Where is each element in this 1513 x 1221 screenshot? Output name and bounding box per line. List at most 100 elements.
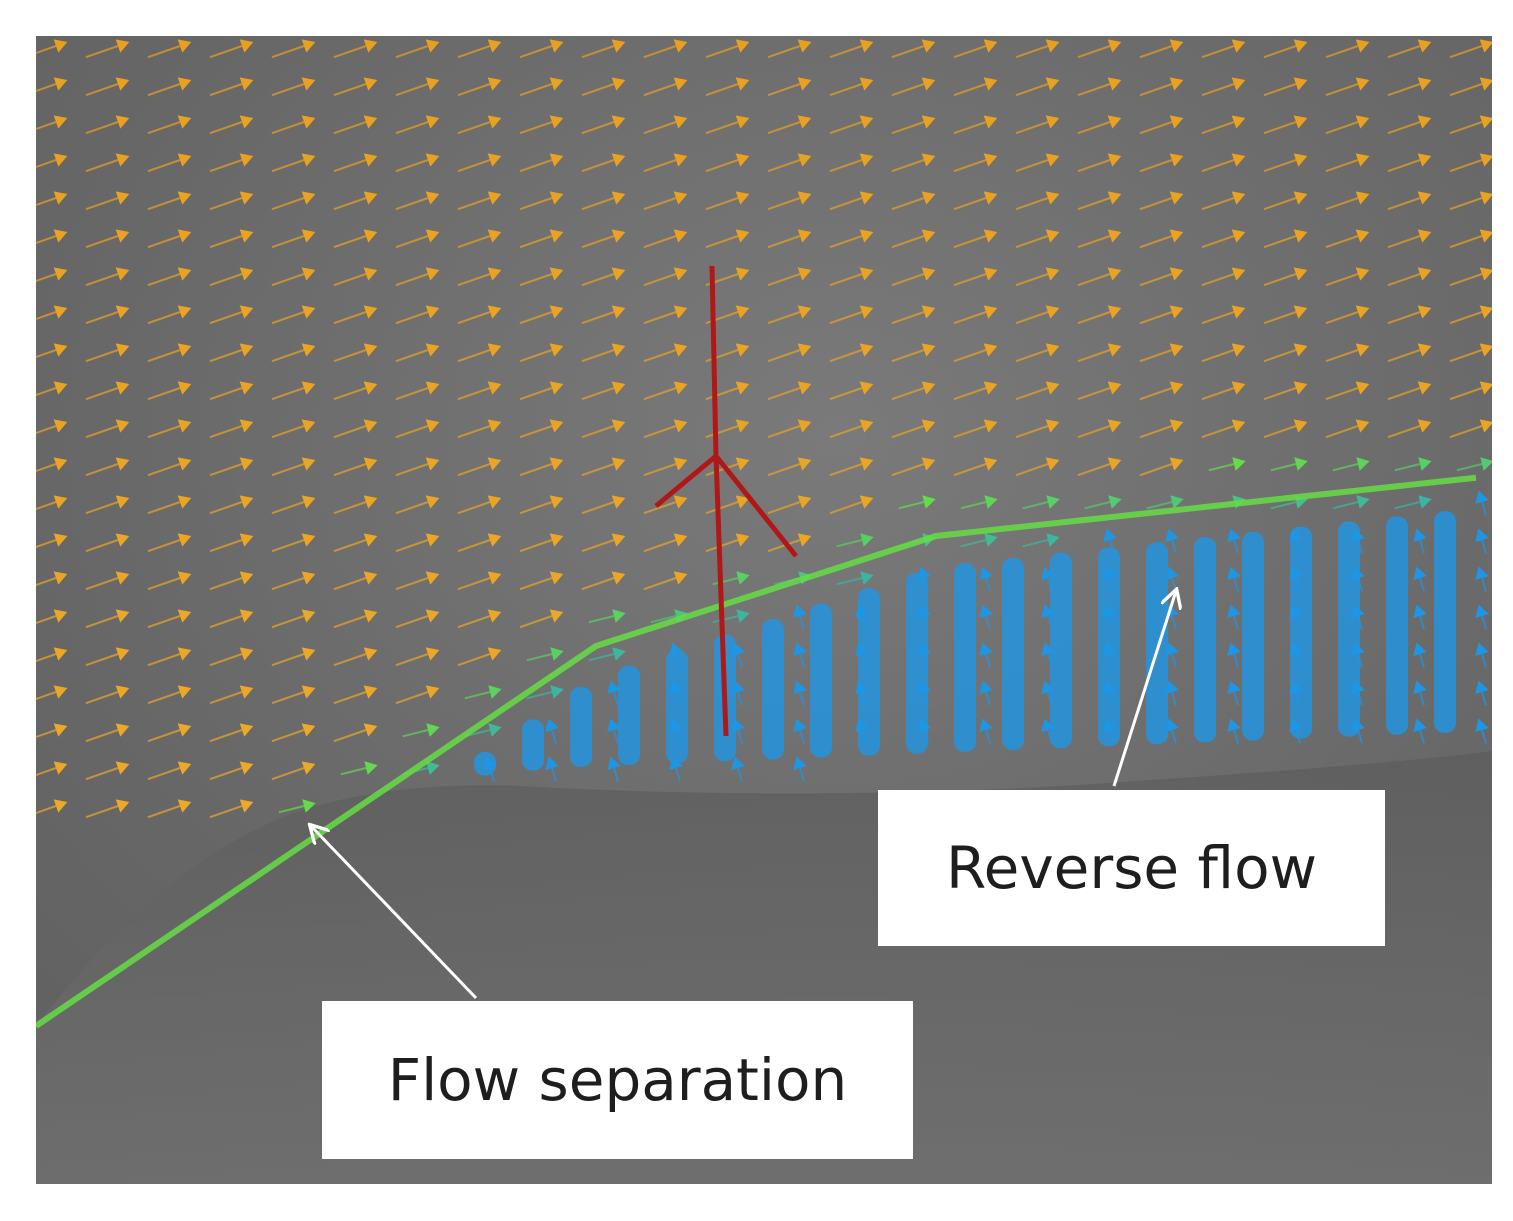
vector-tail bbox=[643, 235, 677, 249]
vector-tail bbox=[1325, 45, 1359, 59]
vector-tail bbox=[1263, 159, 1297, 173]
vector-arrowhead bbox=[549, 153, 564, 167]
vector-tail bbox=[551, 729, 557, 744]
vector-tail bbox=[209, 729, 243, 743]
vector-tail bbox=[712, 577, 739, 586]
vector-tail bbox=[1084, 501, 1111, 510]
vector-arrowhead bbox=[607, 718, 621, 733]
vector-arrowhead bbox=[425, 457, 440, 471]
vector-arrowhead bbox=[115, 495, 130, 509]
profile-line-path bbox=[654, 265, 798, 737]
vector-tail bbox=[147, 539, 181, 553]
vector-arrowhead bbox=[983, 305, 998, 319]
velocity-profile-line bbox=[654, 265, 798, 737]
vector-arrowhead bbox=[735, 267, 750, 281]
vector-arrowhead bbox=[177, 191, 192, 205]
vector-arrowhead bbox=[53, 153, 68, 167]
vector-tail bbox=[1419, 615, 1425, 630]
vector-tail bbox=[36, 235, 57, 245]
vector-tail bbox=[1263, 45, 1297, 59]
vector-tail bbox=[457, 83, 491, 97]
vector-tail bbox=[395, 501, 429, 515]
vector-arrowhead bbox=[921, 381, 936, 395]
vector-tail bbox=[340, 767, 367, 776]
vector-arrowhead bbox=[301, 457, 316, 471]
vector-arrowhead bbox=[115, 39, 130, 53]
vector-tail bbox=[1201, 425, 1235, 439]
vector-arrowhead bbox=[1045, 343, 1060, 357]
vector-tail bbox=[147, 425, 181, 439]
vector-arrowhead bbox=[1413, 642, 1427, 657]
vector-tail bbox=[209, 425, 243, 439]
vector-tail bbox=[891, 235, 925, 249]
vector-arrowhead bbox=[1480, 457, 1492, 471]
reverse-flow-vector-cluster bbox=[1338, 521, 1360, 737]
vector-tail bbox=[36, 805, 57, 815]
vector-arrowhead bbox=[673, 419, 688, 433]
vector-arrowhead bbox=[1107, 229, 1122, 243]
vector-arrowhead bbox=[115, 115, 130, 129]
vector-tail bbox=[1077, 197, 1111, 211]
vector-arrowhead bbox=[859, 305, 874, 319]
vector-arrowhead bbox=[797, 419, 812, 433]
vector-tail bbox=[705, 387, 739, 401]
vector-arrowhead bbox=[115, 533, 130, 547]
flow-separation-pointer-arrow bbox=[311, 826, 478, 1000]
vector-arrowhead bbox=[1165, 528, 1179, 543]
vector-tail bbox=[271, 311, 305, 325]
vector-tail bbox=[85, 577, 119, 591]
vector-tail bbox=[705, 45, 739, 59]
vector-arrowhead bbox=[1231, 343, 1246, 357]
vector-arrowhead bbox=[797, 381, 812, 395]
flow-separation-label-box: Flow separation bbox=[322, 1001, 913, 1159]
vector-tail bbox=[712, 615, 739, 624]
vector-arrowhead bbox=[53, 343, 68, 357]
flow-separation-label: Flow separation bbox=[387, 1046, 848, 1114]
vector-tail bbox=[1263, 349, 1297, 363]
vector-arrowhead bbox=[549, 609, 564, 623]
vector-arrowhead bbox=[426, 761, 440, 775]
vector-tail bbox=[1387, 425, 1421, 439]
vector-tail bbox=[1394, 501, 1421, 510]
vector-tail bbox=[767, 501, 801, 515]
vector-tail bbox=[209, 691, 243, 705]
vector-tail bbox=[891, 387, 925, 401]
vector-tail bbox=[457, 387, 491, 401]
vector-arrowhead bbox=[425, 419, 440, 433]
vector-arrowhead bbox=[115, 267, 130, 281]
vector-arrowhead bbox=[115, 609, 130, 623]
vector-tail bbox=[1481, 577, 1487, 592]
vector-arrowhead bbox=[363, 39, 378, 53]
vector-arrowhead bbox=[793, 718, 807, 733]
vector-arrowhead bbox=[549, 39, 564, 53]
vector-tail bbox=[767, 197, 801, 211]
vector-tail bbox=[1022, 501, 1049, 510]
vector-tail bbox=[457, 615, 491, 629]
vector-tail bbox=[85, 387, 119, 401]
vector-tail bbox=[333, 539, 367, 553]
vector-tail bbox=[1201, 159, 1235, 173]
vector-arrowhead bbox=[1165, 718, 1179, 733]
vector-arrowhead bbox=[239, 267, 254, 281]
vector-tail bbox=[1139, 349, 1173, 363]
reverse-flow-vector-cluster bbox=[1242, 531, 1264, 741]
vector-tail bbox=[1077, 311, 1111, 325]
vector-tail bbox=[519, 121, 553, 135]
vector-arrowhead bbox=[1227, 566, 1241, 581]
vector-tail bbox=[36, 45, 57, 55]
vector-tail bbox=[271, 425, 305, 439]
vector-arrowhead bbox=[860, 533, 874, 547]
vector-tail bbox=[271, 463, 305, 477]
vector-tail bbox=[705, 349, 739, 363]
vector-arrowhead bbox=[239, 153, 254, 167]
vector-arrowhead bbox=[53, 647, 68, 661]
vector-arrowhead bbox=[301, 305, 316, 319]
vector-arrowhead bbox=[611, 191, 626, 205]
vector-tail bbox=[737, 691, 743, 706]
vector-arrowhead bbox=[611, 571, 626, 585]
vector-tail bbox=[1077, 45, 1111, 59]
vector-arrowhead bbox=[735, 343, 750, 357]
vector-tail bbox=[147, 235, 181, 249]
vector-tail bbox=[985, 653, 991, 668]
vector-tail bbox=[643, 387, 677, 401]
